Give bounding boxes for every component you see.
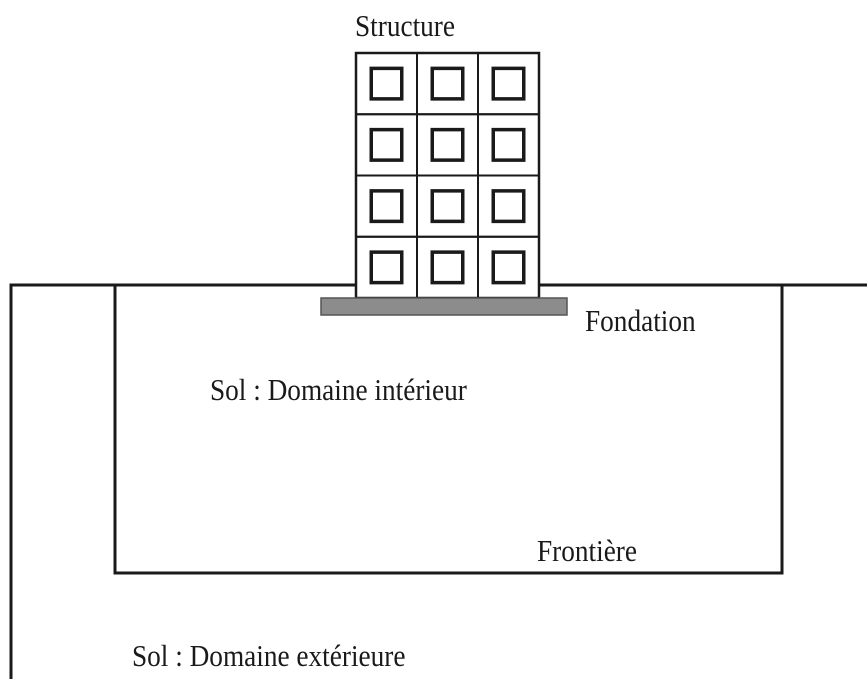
window-square [491, 66, 526, 101]
window-square [369, 66, 404, 101]
window-square [369, 189, 404, 224]
foundation-label: Fondation [585, 303, 696, 338]
interior-domain-boundary [113, 285, 784, 575]
exterior-domain-boundary [9, 283, 867, 679]
foundation-slab [320, 297, 568, 316]
window-square [491, 250, 526, 285]
window-square [369, 250, 404, 285]
structure-label: Structure [355, 8, 456, 43]
window-square [430, 66, 465, 101]
window-square [430, 127, 465, 162]
window-square [491, 189, 526, 224]
exterior-domain-label: Sol : Domaine extérieure [132, 638, 406, 673]
boundary-label: Frontière [537, 533, 638, 568]
window-square [430, 189, 465, 224]
interior-domain-label: Sol : Domaine intérieur [210, 372, 467, 407]
window-square [369, 127, 404, 162]
window-square [430, 250, 465, 285]
window-square [491, 127, 526, 162]
building-structure [354, 51, 541, 300]
